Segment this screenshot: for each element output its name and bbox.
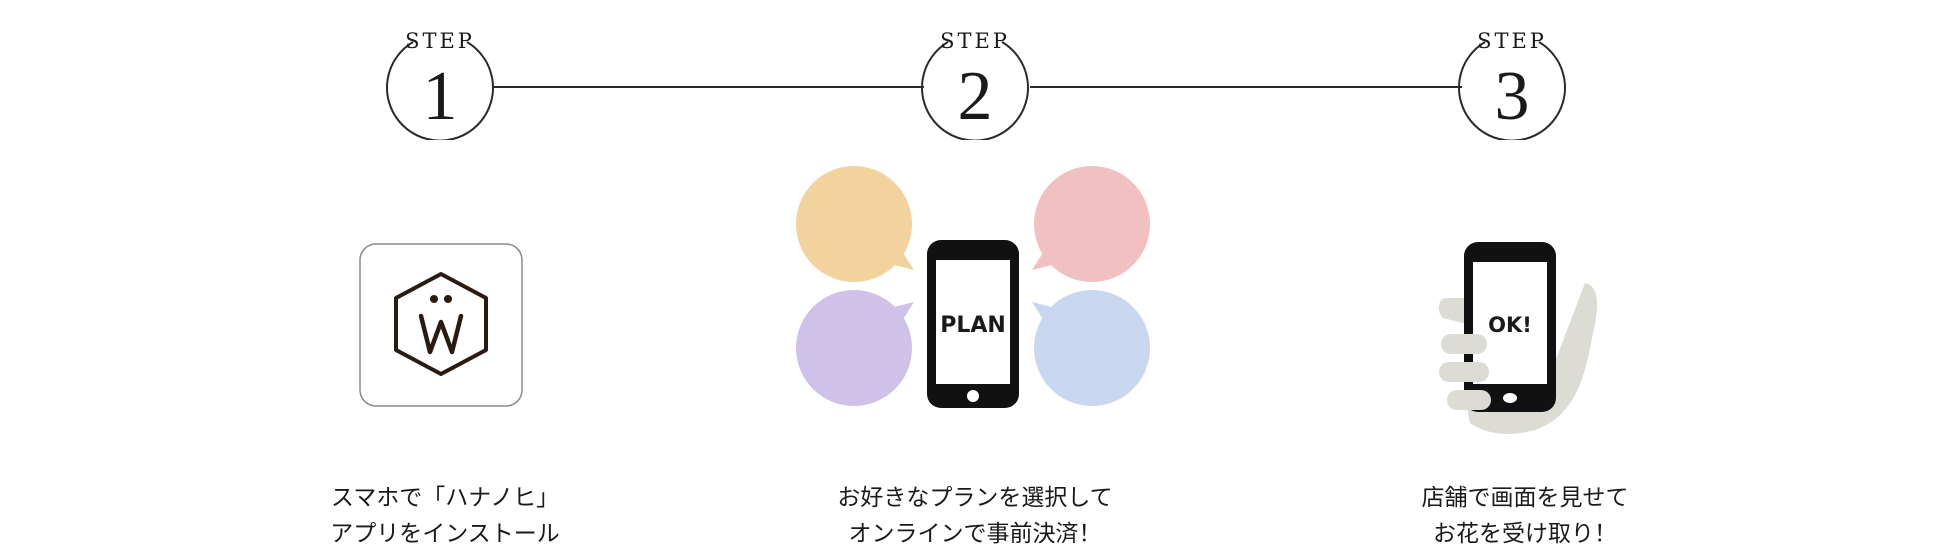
step-3-circle <box>1458 41 1566 140</box>
step-1-caption: スマホで「ハナノヒ」 アプリをインストール <box>245 480 645 552</box>
step-3-number: 3 <box>1494 58 1530 135</box>
bubble-purple-icon <box>796 290 914 406</box>
step-2-caption-line2: オンラインで事前決済！ <box>848 521 1102 547</box>
step-2-number: 2 <box>957 58 993 135</box>
connector-line-1-2 <box>492 86 924 88</box>
step-1-label: STEP <box>405 29 475 53</box>
bubble-orange-icon <box>796 166 914 282</box>
step-1-number: 1 <box>422 58 458 135</box>
step-1-badge: STEP 1 <box>385 30 495 140</box>
step-3-caption-line2: お花を受け取り！ <box>1433 521 1617 547</box>
phone-plan-icon: PLAN <box>796 166 1150 408</box>
step-2-caption-line1: お好きなプランを選択して <box>837 485 1113 511</box>
smartphone-icon: PLAN <box>927 240 1019 408</box>
step-2-badge: STEP 2 <box>920 30 1030 140</box>
step-2-label: STEP <box>940 29 1010 53</box>
phone-plan-text: PLAN <box>940 313 1006 338</box>
app-icon <box>359 243 523 407</box>
bubble-blue-icon <box>1032 290 1150 406</box>
step-3-caption-line1: 店舗で画面を見せて <box>1421 485 1629 511</box>
step-2-circle <box>921 41 1029 140</box>
phone-ok-text: OK! <box>1488 313 1532 337</box>
step-3-badge: STEP 3 <box>1457 30 1567 140</box>
connector-line-2-3 <box>1030 86 1462 88</box>
step-3-caption: 店舗で画面を見せて お花を受け取り！ <box>1325 480 1725 552</box>
hand-phone-icon: OK! <box>1438 242 1598 434</box>
step-2-caption: お好きなプランを選択して オンラインで事前決済！ <box>775 480 1175 552</box>
bubble-pink-icon <box>1032 166 1150 282</box>
step-3-label: STEP <box>1477 29 1547 53</box>
step-1-caption-line1: スマホで「ハナノヒ」 <box>330 485 560 511</box>
step-1-circle <box>386 41 494 140</box>
step-1-caption-line2: アプリをインストール <box>330 521 560 547</box>
